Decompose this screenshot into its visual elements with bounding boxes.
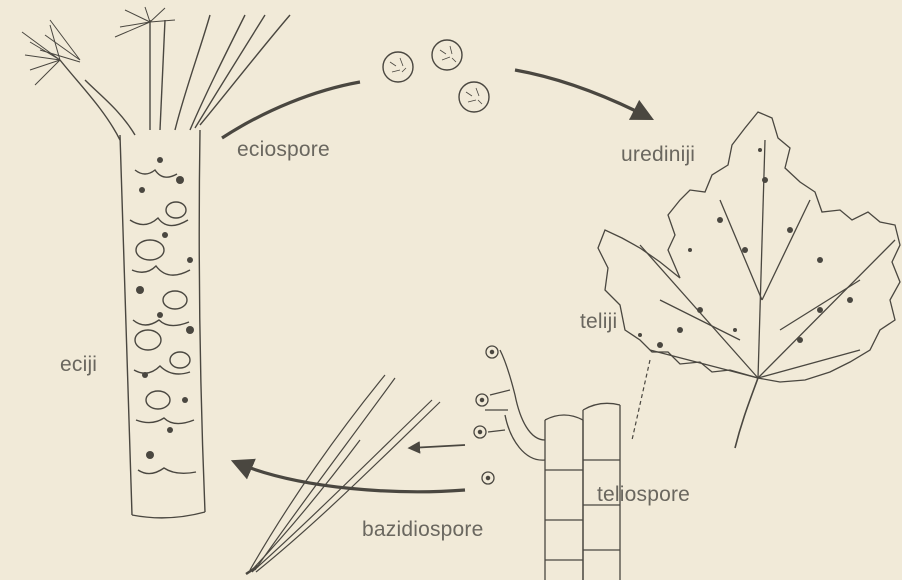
- label-bazidiospore: bazidiospore: [362, 518, 483, 542]
- life-cycle-arrows: [222, 70, 650, 492]
- arrow-needles-to-trunk: [235, 462, 465, 492]
- label-teliospore: teliospore: [597, 483, 690, 507]
- label-eciospore: eciospore: [237, 138, 330, 162]
- telia-leader-line: [632, 360, 650, 440]
- pine-trunk-illustration: [22, 7, 290, 518]
- label-eciji: eciji: [60, 353, 97, 377]
- aeciospores-illustration: [383, 40, 489, 112]
- arrow-basidiospores-to-needles: [410, 445, 465, 448]
- label-urediniji: urediniji: [621, 143, 695, 167]
- label-teliji: teliji: [580, 310, 617, 334]
- arrow-aecia-to-aeciospores: [222, 82, 360, 138]
- arrow-aeciospores-to-leaf: [515, 70, 650, 118]
- telial-column-illustration: [474, 346, 620, 580]
